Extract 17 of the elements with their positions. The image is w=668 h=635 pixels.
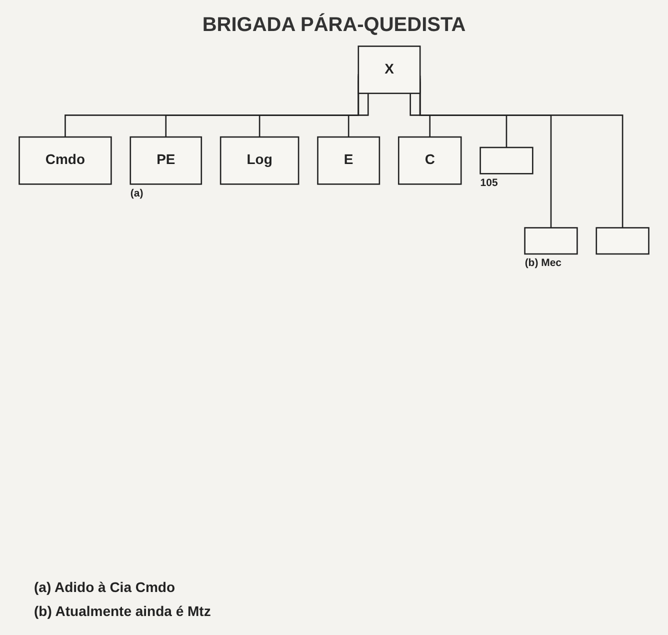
unit-note: 105 bbox=[480, 178, 498, 189]
node-box: X bbox=[358, 46, 421, 94]
node-box: E bbox=[317, 136, 380, 185]
node-box bbox=[480, 146, 534, 174]
footnote: (b) Atualmente ainda é Mtz bbox=[34, 603, 211, 619]
connector bbox=[348, 93, 369, 138]
node-box: C bbox=[398, 136, 462, 185]
node-box: Cmdo bbox=[18, 136, 112, 185]
node-box bbox=[524, 227, 578, 255]
node-box bbox=[596, 227, 650, 255]
node-box: PE bbox=[130, 136, 202, 185]
footnote: (a) Adido à Cia Cmdo bbox=[34, 579, 176, 595]
diagram-title: BRIGADA PÁRA-QUEDISTA bbox=[202, 14, 466, 37]
unit-note: (a) bbox=[130, 188, 144, 200]
unit-note: (b) Mec bbox=[524, 258, 562, 270]
connector bbox=[410, 93, 431, 138]
node-box: Log bbox=[220, 136, 300, 185]
